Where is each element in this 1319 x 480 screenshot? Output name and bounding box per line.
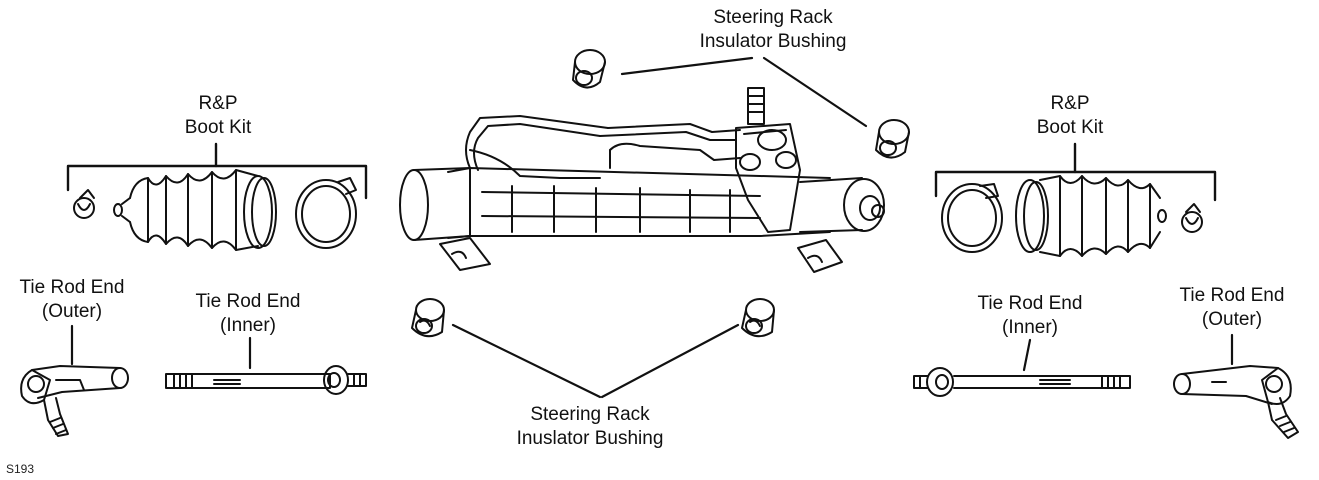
left-outer-tie-rod-label: Tie Rod End (Outer) [0, 276, 144, 324]
right-outer-tie-rod-drawing [1173, 365, 1299, 439]
left-inner-tie-rod-label-line1: Tie Rod End [195, 291, 301, 312]
left-clamp-small-drawing [73, 189, 95, 219]
left-boot-kit-label-line2: Boot Kit [184, 117, 252, 138]
left-inner-tie-rod-label: Tie Rod End (Inner) [176, 290, 320, 338]
right-inner-tie-rod-label-line2: (Inner) [1002, 317, 1058, 338]
top-right-bushing-drawing [875, 119, 910, 159]
left-outer-tie-rod-drawing [20, 365, 129, 437]
right-clamp-small-drawing [1181, 203, 1203, 233]
top-bushing-label-line1: Steering Rack [713, 7, 833, 28]
right-boot-kit-label-line1: R&P [1050, 93, 1090, 114]
top-bushing-label: Steering Rack Insulator Bushing [648, 6, 898, 54]
right-outer-tie-rod-label: Tie Rod End (Outer) [1160, 284, 1304, 332]
figure-code: S193 [6, 462, 35, 476]
right-inner-tie-rod-label: Tie Rod End (Inner) [958, 292, 1102, 340]
right-inner-tie-rod-drawing [913, 367, 1131, 397]
left-clamp-large-drawing [295, 177, 357, 249]
left-boot-kit-label: R&P Boot Kit [148, 92, 288, 140]
left-inner-tie-rod-drawing [165, 365, 367, 395]
bottom-left-bushing-drawing [411, 298, 445, 338]
right-clamp-large-drawing [941, 183, 1003, 253]
leader-lines [70, 56, 1234, 399]
right-inner-tie-rod-label-line1: Tie Rod End [977, 293, 1083, 314]
bottom-bushing-label-line1: Steering Rack [530, 404, 650, 425]
left-outer-tie-rod-label-line1: Tie Rod End [19, 277, 125, 298]
right-outer-tie-rod-label-line2: (Outer) [1201, 309, 1263, 330]
right-boot-kit-label-line2: Boot Kit [1036, 117, 1104, 138]
bottom-bushing-label: Steering Rack Inuslator Bushing [470, 403, 710, 451]
left-outer-tie-rod-label-line2: (Outer) [41, 301, 103, 322]
steering-rack-drawing [399, 87, 885, 273]
left-boot-kit-bracket [66, 142, 368, 200]
top-bushing-label-line2: Insulator Bushing [699, 31, 847, 52]
bottom-bushing-label-line2: Inuslator Bushing [516, 428, 664, 449]
left-boot-kit-label-line1: R&P [198, 93, 238, 114]
right-boot-kit-bracket [934, 142, 1217, 202]
right-boot-drawing [1015, 175, 1167, 257]
top-left-bushing-drawing [572, 49, 606, 89]
bottom-right-bushing-drawing [741, 298, 775, 338]
left-boot-drawing [113, 169, 277, 251]
right-outer-tie-rod-label-line1: Tie Rod End [1179, 285, 1285, 306]
right-boot-kit-label: R&P Boot Kit [1000, 92, 1140, 140]
left-inner-tie-rod-label-line2: (Inner) [220, 315, 276, 336]
